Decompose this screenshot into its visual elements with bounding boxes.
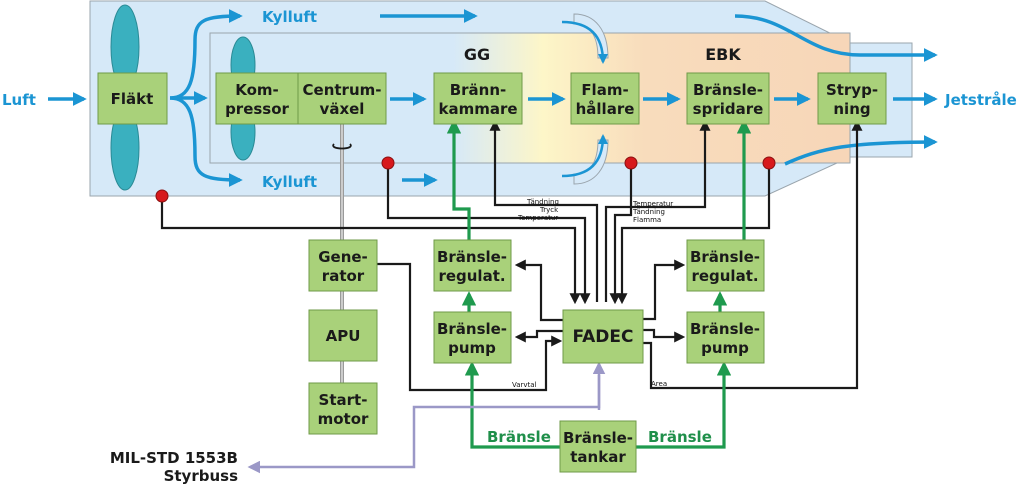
svg-text:APU: APU xyxy=(326,327,361,345)
signal-label-tryck: Tryck xyxy=(539,206,559,214)
box-apu: APU xyxy=(308,309,378,362)
fuel-label-left: Bränsle xyxy=(487,428,551,446)
svg-text:Start-: Start- xyxy=(319,391,368,409)
svg-text:hållare: hållare xyxy=(576,100,635,118)
svg-text:Bränsle-: Bränsle- xyxy=(690,320,760,338)
box-bransletankar: Bränsle- tankar xyxy=(559,420,637,473)
svg-text:Bränsle-: Bränsle- xyxy=(693,81,763,99)
svg-text:Fläkt: Fläkt xyxy=(111,90,154,108)
box-brannkammare: Bränn- kammare xyxy=(433,72,523,125)
bus-label-standard: MIL-STD 1553B xyxy=(110,449,238,467)
svg-text:växel: växel xyxy=(320,100,365,118)
box-bransle-regulat-right: Bränsle- regulat. xyxy=(686,239,765,292)
box-flakt: Fläkt xyxy=(97,72,168,125)
jetstrale-label: Jetstråle xyxy=(944,91,1017,109)
box-bransle-spridare: Bränsle- spridare xyxy=(686,72,770,125)
box-flamhallare: Flam- hållare xyxy=(570,72,640,125)
signal-label-tandning-right: Tändning xyxy=(632,208,665,216)
svg-text:kammare: kammare xyxy=(438,100,517,118)
svg-text:FADEC: FADEC xyxy=(572,327,633,347)
svg-text:Bränsle-: Bränsle- xyxy=(437,320,507,338)
svg-text:tankar: tankar xyxy=(570,448,626,466)
kylluft-bottom-label: Kylluft xyxy=(262,173,317,191)
signal-label-temperatur-left: Temperatur xyxy=(517,214,558,222)
sensor-icon xyxy=(155,189,169,203)
sensor-icon xyxy=(762,156,776,170)
svg-text:Bränn-: Bränn- xyxy=(450,81,507,99)
signal-label-tandning-left: Tändning xyxy=(526,198,559,206)
svg-text:Gene-: Gene- xyxy=(318,248,368,266)
sensor-icon xyxy=(624,156,638,170)
kylluft-top-label: Kylluft xyxy=(262,8,317,26)
svg-text:pump: pump xyxy=(701,339,749,357)
svg-text:Kom-: Kom- xyxy=(235,81,279,99)
box-bransle-pump-right: Bränsle- pump xyxy=(686,311,765,364)
svg-text:Bränsle-: Bränsle- xyxy=(690,248,760,266)
box-bransle-pump-left: Bränsle- pump xyxy=(433,311,512,364)
svg-text:ning: ning xyxy=(833,100,870,118)
gg-section-label: GG xyxy=(464,45,490,64)
signal-label-area: Area xyxy=(651,380,667,388)
sensor-icon xyxy=(381,156,395,170)
svg-text:pressor: pressor xyxy=(225,100,289,118)
svg-text:Flam-: Flam- xyxy=(581,81,628,99)
luft-label: Luft xyxy=(2,91,36,109)
svg-text:Centrum-: Centrum- xyxy=(303,81,382,99)
svg-text:Stryp-: Stryp- xyxy=(826,81,878,99)
svg-text:rator: rator xyxy=(322,267,365,285)
box-fadec: FADEC xyxy=(562,309,644,364)
fuel-lines xyxy=(446,119,752,449)
signal-lines xyxy=(160,119,863,392)
svg-text:regulat.: regulat. xyxy=(438,267,505,285)
box-kompressor: Kom- pressor xyxy=(215,72,299,125)
box-generator: Gene- rator xyxy=(308,239,378,292)
signal-label-flamma: Flamma xyxy=(633,216,661,224)
svg-text:Bränsle-: Bränsle- xyxy=(437,248,507,266)
svg-text:regulat.: regulat. xyxy=(691,267,758,285)
bus-label-name: Styrbuss xyxy=(164,467,238,485)
signal-label-temperatur-right: Temperatur xyxy=(632,200,673,208)
signal-label-varvtal: Varvtal xyxy=(512,381,537,389)
ebk-section-label: EBK xyxy=(705,45,741,64)
box-startmotor: Start- motor xyxy=(308,382,378,435)
fuel-label-right: Bränsle xyxy=(648,428,712,446)
svg-text:Bränsle-: Bränsle- xyxy=(563,429,633,447)
svg-text:spridare: spridare xyxy=(693,100,764,118)
air-flow-arrows xyxy=(48,9,938,187)
svg-text:motor: motor xyxy=(318,410,369,428)
rotation-icon xyxy=(332,143,352,150)
svg-text:pump: pump xyxy=(448,339,496,357)
box-bransle-regulat-left: Bränsle- regulat. xyxy=(433,239,512,292)
box-centrumvaxel: Centrum- växel xyxy=(297,72,387,125)
box-strypning: Stryp- ning xyxy=(817,72,887,125)
